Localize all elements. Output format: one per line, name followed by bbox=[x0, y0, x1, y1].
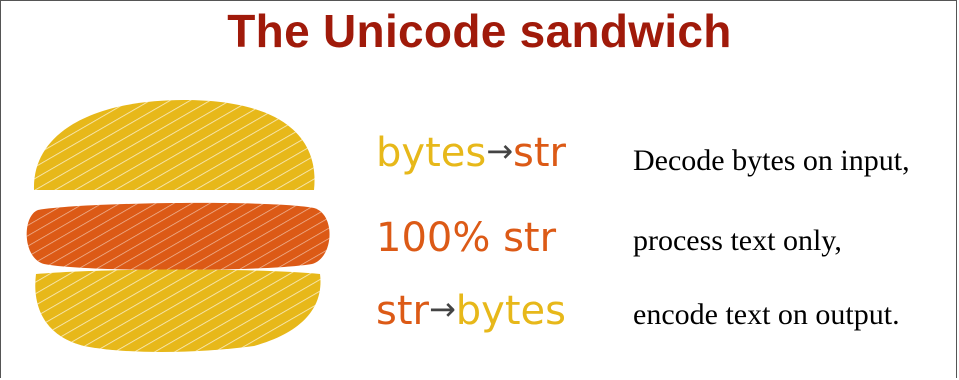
bytes-word: bytes bbox=[455, 288, 566, 334]
bytes-word: bytes bbox=[376, 130, 487, 176]
encode-description: encode text on output. bbox=[633, 298, 900, 331]
row-process-label: 100% str bbox=[376, 215, 557, 261]
row-encode-label: str→bytes bbox=[376, 288, 596, 340]
arrow-right-icon: → bbox=[486, 132, 514, 170]
str-word: str bbox=[513, 130, 566, 176]
decode-description: Decode bytes on input, bbox=[633, 144, 910, 177]
filling-icon bbox=[26, 202, 330, 270]
process-description: process text only, bbox=[633, 224, 842, 257]
slide-title: The Unicode sandwich bbox=[227, 5, 732, 57]
str-word: str bbox=[376, 288, 429, 334]
bottom-bun-icon bbox=[35, 269, 321, 352]
top-bun-icon bbox=[33, 100, 315, 190]
row-decode-label: bytes→str bbox=[376, 130, 596, 182]
arrow-right-icon: → bbox=[428, 290, 456, 328]
sandwich-illustration bbox=[26, 100, 330, 352]
